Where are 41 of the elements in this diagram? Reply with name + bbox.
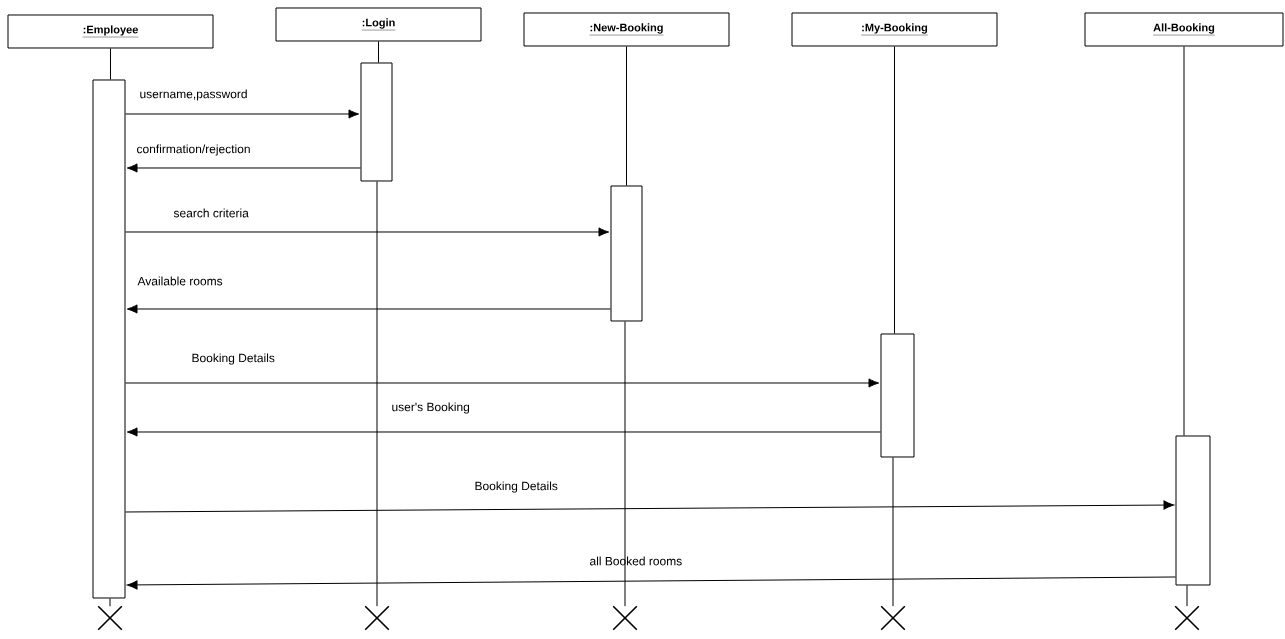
destruction-mark bbox=[612, 605, 638, 631]
message-label: Booking Details bbox=[475, 481, 558, 493]
object-box: All-Booking bbox=[1084, 12, 1284, 47]
message-label: username,password bbox=[140, 89, 247, 101]
destruction-mark bbox=[97, 605, 123, 631]
object-box: :Login bbox=[275, 7, 482, 42]
message-arrow bbox=[125, 378, 880, 388]
activation-bar bbox=[92, 79, 126, 599]
lifeline bbox=[894, 46, 895, 334]
lifeline bbox=[109, 598, 111, 607]
message-arrow bbox=[125, 227, 610, 237]
message-arrow bbox=[126, 304, 611, 314]
message-label: confirmation/rejection bbox=[137, 144, 250, 156]
message-arrow bbox=[125, 500, 1175, 513]
lifeline bbox=[376, 181, 378, 607]
message-arrow bbox=[126, 576, 1176, 590]
lifeline bbox=[110, 48, 111, 80]
destruction-mark bbox=[364, 605, 390, 631]
message-label: all Booked rooms bbox=[590, 556, 682, 566]
activation-bar bbox=[610, 185, 643, 322]
object-box: :My-Booking bbox=[791, 12, 998, 47]
message-arrow bbox=[125, 109, 360, 119]
lifeline bbox=[626, 46, 627, 186]
message-label: search criteria bbox=[173, 208, 249, 218]
object-box: :Employee bbox=[7, 14, 214, 49]
object-box: :New-Booking bbox=[523, 12, 730, 47]
lifeline bbox=[1186, 585, 1188, 607]
message-label: Available rooms bbox=[137, 276, 223, 286]
message-label: user's Booking bbox=[392, 402, 470, 414]
lifeline bbox=[1183, 46, 1185, 436]
activation-bar bbox=[880, 333, 915, 458]
activation-bar bbox=[1175, 435, 1211, 586]
message-arrow bbox=[126, 163, 361, 173]
message-arrow bbox=[126, 427, 881, 437]
message-label: Booking Details bbox=[192, 353, 275, 365]
destruction-mark bbox=[880, 605, 906, 631]
lifeline bbox=[892, 457, 894, 607]
activation-bar bbox=[360, 62, 393, 182]
destruction-mark bbox=[1174, 605, 1200, 631]
lifeline bbox=[378, 41, 379, 63]
lifeline bbox=[624, 321, 626, 607]
